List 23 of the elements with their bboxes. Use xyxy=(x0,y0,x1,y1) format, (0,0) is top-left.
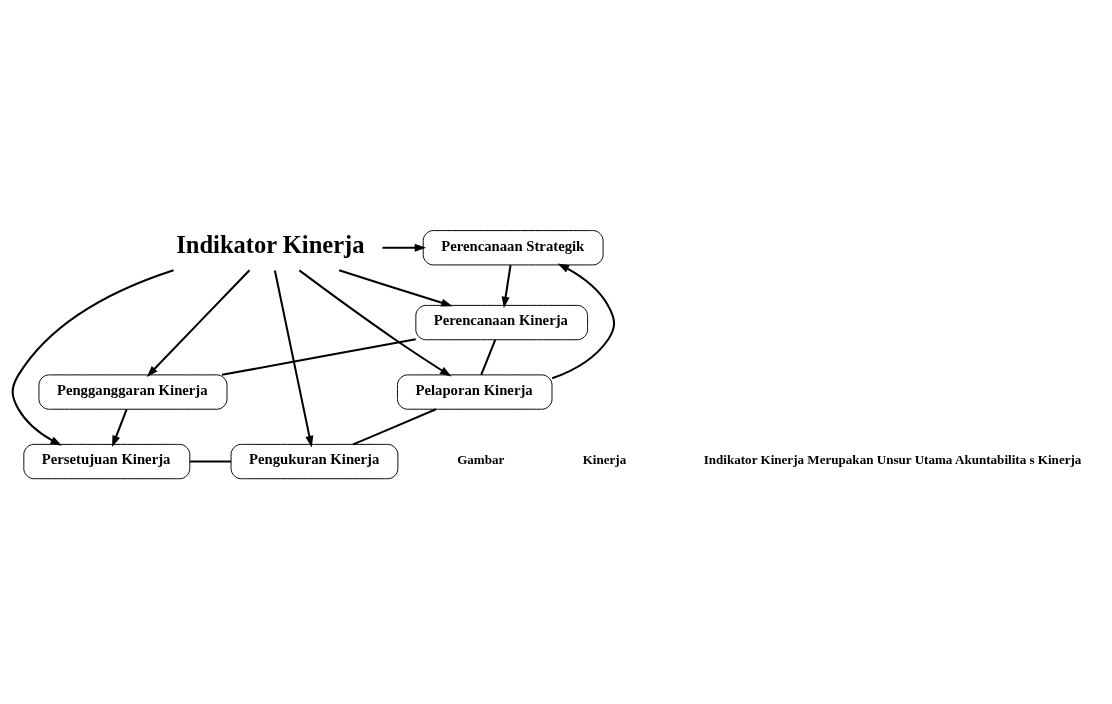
connector xyxy=(221,338,416,376)
label: Gambar xyxy=(457,451,505,467)
label: Kinerja xyxy=(582,451,627,467)
node-box: Perencanaan Strategik xyxy=(422,230,604,266)
label: Indikator Kinerja Merupakan Unsur Utama Akuntabilita s Kinerja xyxy=(703,451,1082,467)
arrow xyxy=(551,263,616,380)
node-text: Indikator Kinerja xyxy=(176,231,365,259)
node-box: Pengganggaran Kinerja xyxy=(38,374,228,410)
arrow xyxy=(112,408,128,448)
arrow xyxy=(11,269,174,446)
arrow xyxy=(338,269,453,307)
node-box: Pelaporan Kinerja xyxy=(396,374,553,410)
arrow xyxy=(298,269,452,377)
arrow xyxy=(146,269,251,377)
node-box: Persetujuan Kinerja xyxy=(23,443,191,480)
arrow xyxy=(382,243,427,252)
node-box: Perencanaan Kinerja xyxy=(415,304,589,341)
arrow xyxy=(273,270,314,448)
connector xyxy=(480,339,497,376)
node-box: Pengukuran Kinerja xyxy=(230,443,399,480)
connector xyxy=(189,460,232,463)
arrow xyxy=(501,265,512,309)
connector xyxy=(352,408,437,446)
